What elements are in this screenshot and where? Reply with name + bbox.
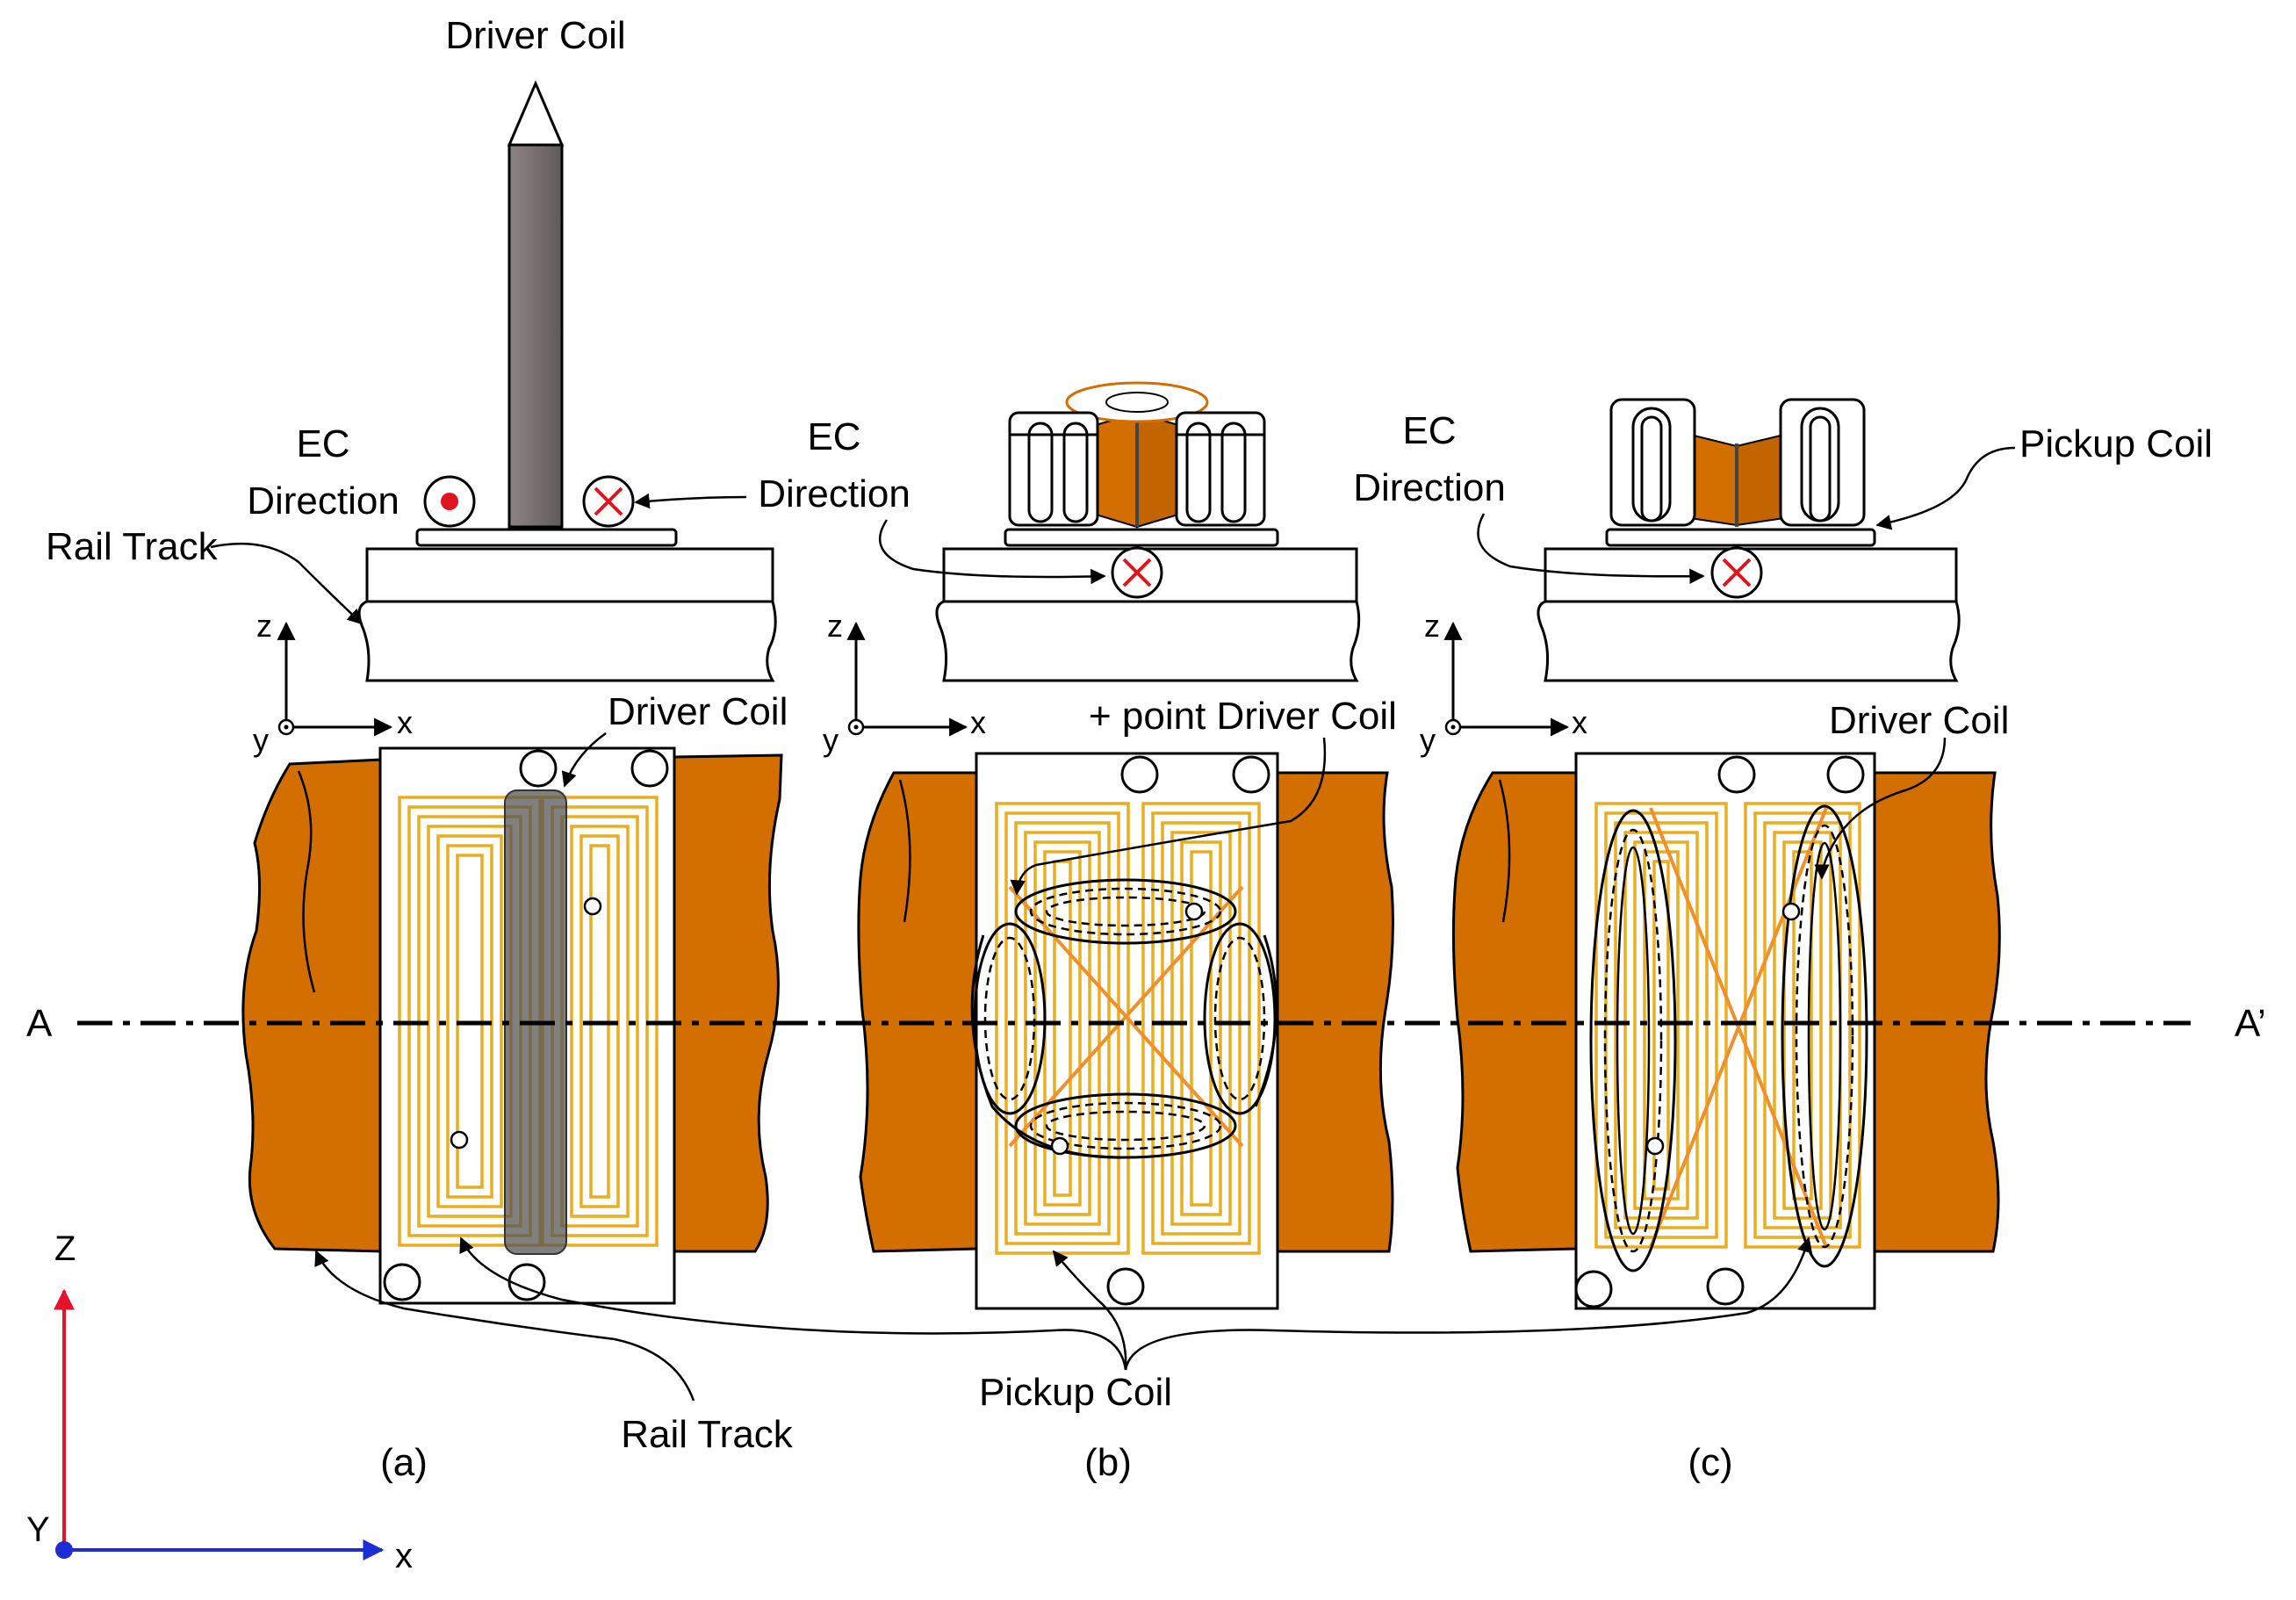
label-panel-a: (a) xyxy=(380,1441,428,1484)
coil-trace-turn xyxy=(436,834,503,1208)
driver-coil-probe xyxy=(507,80,565,529)
coil-trace-turn xyxy=(1180,840,1222,1216)
pickup-coil-traces-b xyxy=(995,802,1261,1255)
label-ec-a-2: Direction xyxy=(247,479,399,523)
rail-track-side-c xyxy=(1537,547,1961,682)
coil-trace-turn xyxy=(1033,840,1091,1216)
coil-trace-turn xyxy=(1141,802,1261,1255)
pickup-board-side-c xyxy=(1605,528,1876,547)
leader-ec-b xyxy=(878,519,1106,585)
label-local-z-a: z xyxy=(256,608,272,644)
label-pickup-coil-bottom: Pickup Coil xyxy=(979,1371,1172,1414)
plus-point-driver-coil-b xyxy=(970,878,1278,1159)
label-section-a: A xyxy=(26,1002,53,1045)
side-view-c xyxy=(1443,398,2016,737)
label-local-y-c: y xyxy=(1420,722,1436,758)
point-driver-coil-core xyxy=(1065,381,1209,529)
leader-rail-track-top xyxy=(210,542,363,625)
rail-track-top-b xyxy=(857,771,1394,1253)
local-axes-c xyxy=(1443,621,1570,737)
label-global-y: Y xyxy=(26,1510,50,1549)
pickup-coil-blocks-b xyxy=(1008,411,1266,527)
label-local-x-c: x xyxy=(1572,704,1587,740)
label-global-x: x xyxy=(395,1537,413,1575)
label-driver-coil-top: Driver Coil xyxy=(445,14,625,57)
label-local-x-a: x xyxy=(397,704,413,740)
mounting-holes xyxy=(383,749,1865,1308)
leader-pickup-coil-top xyxy=(1875,446,2016,530)
rail-track-side-a xyxy=(357,547,777,682)
local-axes-b xyxy=(846,621,968,737)
label-panel-c: (c) xyxy=(1688,1441,1732,1484)
leader-ec-a xyxy=(634,493,747,509)
driver-coil-core-c xyxy=(1689,433,1785,527)
local-axes-a xyxy=(277,621,393,737)
coil-trace-turn xyxy=(1014,821,1111,1236)
leader-ec-c xyxy=(1477,513,1705,584)
label-ec-c-2: Direction xyxy=(1353,466,1506,509)
labels: Driver Coil EC Direction Rail Track EC D… xyxy=(26,14,2266,1575)
label-rail-track-bottom: Rail Track xyxy=(621,1413,794,1456)
driver-coil-c xyxy=(1589,804,1868,1272)
label-ec-a-1: EC xyxy=(296,422,349,465)
label-point-driver-coil-b: + point Driver Coil xyxy=(1089,695,1397,738)
label-local-x-b: x xyxy=(970,704,986,740)
ec-into-page-marker-c xyxy=(1710,546,1763,599)
label-ec-b-1: EC xyxy=(807,415,860,458)
coil-trace-turn xyxy=(1053,860,1072,1197)
label-local-z-c: z xyxy=(1424,608,1440,644)
label-local-y-a: y xyxy=(253,722,269,758)
label-local-z-b: z xyxy=(827,608,843,644)
ec-out-of-page-marker xyxy=(423,475,476,528)
label-driver-coil-c: Driver Coil xyxy=(1829,699,2009,742)
label-ec-c-1: EC xyxy=(1402,409,1456,452)
side-view-a xyxy=(210,80,777,737)
rail-track-top-a xyxy=(241,753,783,1253)
label-local-y-b: y xyxy=(823,722,839,758)
pickup-coil-blocks-c xyxy=(1609,398,1866,527)
ec-into-page-marker-b xyxy=(1111,546,1163,599)
coil-trace-turn xyxy=(1151,811,1251,1245)
rail-track-top-c xyxy=(1451,771,2001,1253)
coil-trace-turn xyxy=(1024,831,1101,1226)
label-ec-b-2: Direction xyxy=(758,472,910,515)
coil-trace-turn xyxy=(1004,811,1120,1245)
side-view-b xyxy=(846,381,1361,737)
coil-trace-turn xyxy=(579,834,620,1208)
coil-trace-turn xyxy=(1190,850,1213,1207)
label-rail-track-top: Rail Track xyxy=(46,525,219,568)
via-holes xyxy=(450,897,1801,1156)
label-pickup-coil-top: Pickup Coil xyxy=(2019,422,2213,465)
label-global-z: Z xyxy=(54,1229,76,1268)
pickup-board-side-b xyxy=(1004,528,1279,547)
label-panel-b: (b) xyxy=(1084,1441,1132,1484)
pickup-board-side-a xyxy=(415,528,678,547)
rail-track-side-b xyxy=(935,547,1361,682)
coil-trace-turn xyxy=(1170,831,1232,1226)
leaders-bottom xyxy=(314,732,1947,1402)
ec-into-page-marker xyxy=(582,475,635,528)
label-section-a-prime: A’ xyxy=(2235,1002,2266,1045)
label-driver-coil-a: Driver Coil xyxy=(608,690,788,733)
coil-trace-turn xyxy=(1161,821,1242,1236)
global-axes xyxy=(54,1288,385,1560)
